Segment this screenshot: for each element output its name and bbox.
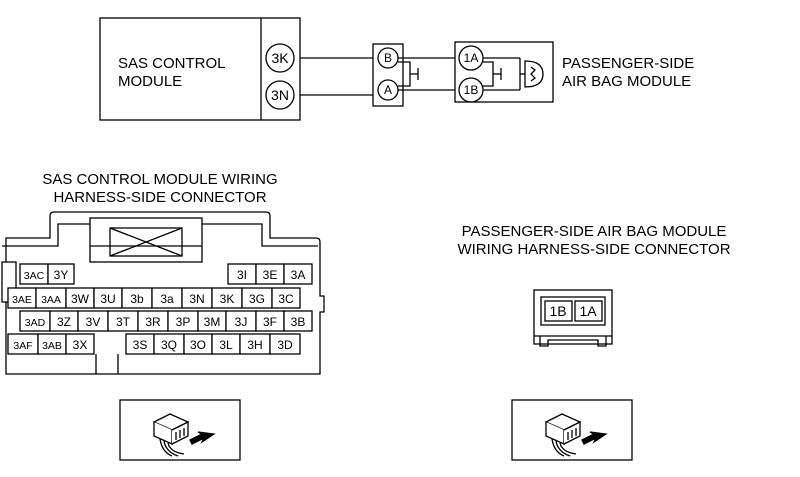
pin-3ad: 3AD [25,317,46,329]
pin-3p: 3P [176,315,191,329]
intermediate-pin-a: A [384,83,392,97]
pin-3j: 3J [235,315,248,329]
airbag-connector-title-1: PASSENGER-SIDE AIR BAG MODULE [462,223,727,240]
passenger-airbag-module: 1A 1B PASSENGER-SIDE AIR BAG MODULE [454,41,694,103]
pin-3a-lower: 3a [160,292,174,306]
airbag-connector-pin-1a: 1A [579,303,597,319]
airbag-connector-title-2: WIRING HARNESS-SIDE CONNECTOR [457,241,730,258]
pin-3ab: 3AB [42,340,62,352]
pin-3n: 3N [189,292,204,306]
wires-left [300,57,376,96]
intermediate-pin-b: B [384,51,392,65]
pin-3m: 3M [204,315,221,329]
pin-3x: 3X [73,338,88,352]
pin-3w: 3W [71,292,90,306]
pin-3f: 3F [263,315,277,329]
pin-3q: 3Q [161,338,177,352]
pin-3e: 3E [263,268,278,282]
pin-3d: 3D [277,338,293,352]
terminal-3n: 3N [271,87,289,103]
sas-module-label-1: SAS CONTROL [118,55,226,72]
pin-3b-lower: 3b [130,292,144,306]
airbag-connector-pin-1b: 1B [549,303,566,319]
pin-3b: 3B [291,315,306,329]
airbag-pin-1a: 1A [464,51,479,65]
pin-3v: 3V [86,315,101,329]
sas-connector-title-2: HARNESS-SIDE CONNECTOR [53,189,266,206]
intermediate-connector: B A [372,43,419,107]
connector-view-direction-icon [511,399,633,461]
pin-3a: 3A [291,268,306,282]
pin-3z: 3Z [57,315,71,329]
pin-3af: 3AF [13,340,32,352]
pin-3c: 3C [278,292,294,306]
airbag-pin-1b: 1B [464,83,479,97]
sas-module-label-2: MODULE [118,73,182,90]
pin-3h: 3H [247,338,262,352]
pin-3aa: 3AA [41,294,61,306]
pin-3ac: 3AC [24,270,45,282]
pin-3y: 3Y [54,268,69,282]
airbag-label-1: PASSENGER-SIDE [562,55,694,72]
sas-connector-pins: 3AC 3Y 3I 3E 3A 3AE 3AA 3W 3U 3b 3a 3N 3… [7,263,313,355]
airbag-connector-housing: 1B 1A [533,289,613,347]
airbag-label-2: AIR BAG MODULE [562,73,691,90]
terminal-3k: 3K [271,50,289,66]
wires-middle [398,57,460,91]
pin-3s: 3S [133,338,148,352]
sas-control-module: SAS CONTROL MODULE 3K 3N [99,17,301,121]
pin-3o: 3O [190,338,206,352]
pin-3i: 3I [237,268,247,282]
pin-3g: 3G [249,292,265,306]
sas-connector-title-1: SAS CONTROL MODULE WIRING [42,171,277,188]
pin-3r: 3R [145,315,161,329]
pin-3ae: 3AE [12,294,32,306]
pin-3u: 3U [100,292,115,306]
pin-3l: 3L [219,338,233,352]
pin-3t: 3T [116,315,131,329]
pin-3k: 3K [220,292,235,306]
connector-view-direction-icon [119,399,241,461]
